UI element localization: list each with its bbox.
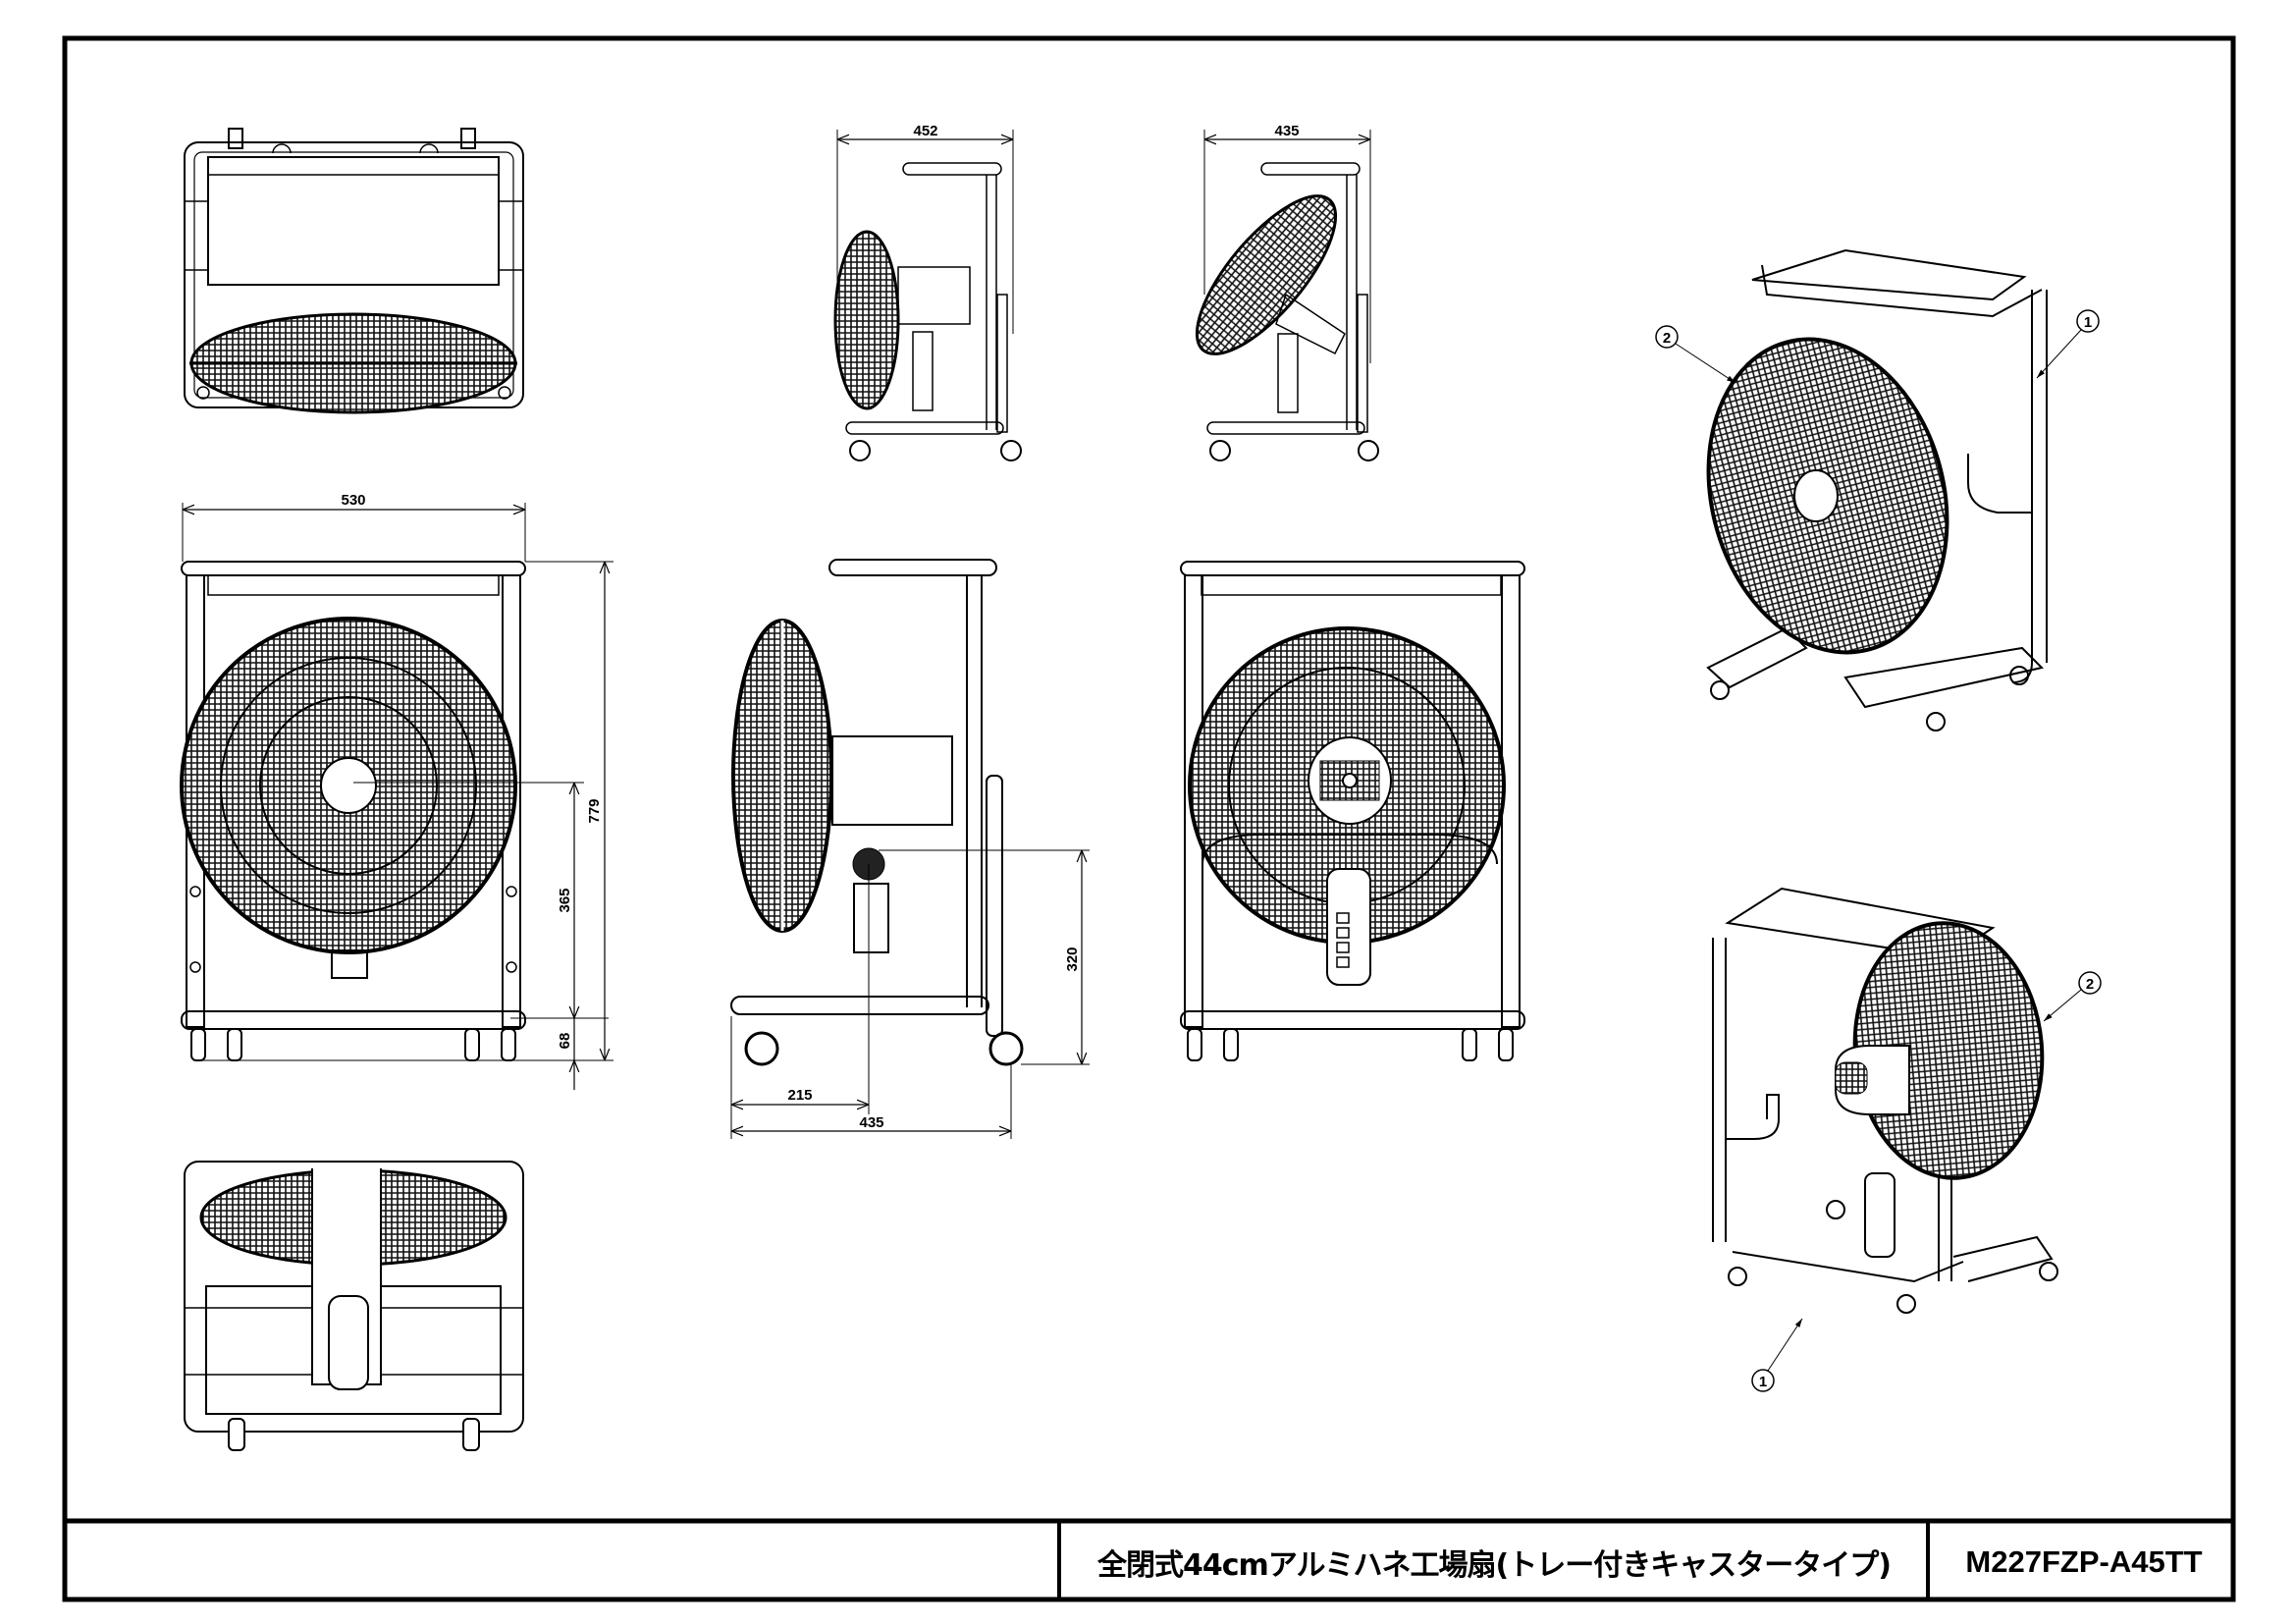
sheet-border [62, 35, 2236, 1602]
front-view-dimensions: 530 779 365 68 [182, 492, 614, 1090]
iso-rear-balloon-2: 2 [2043, 971, 2102, 1022]
dim-depth-452: 452 [913, 123, 937, 139]
svg-text:1: 1 [1759, 1374, 1767, 1390]
dim-axis-height-365: 365 [557, 888, 573, 912]
side-view-large [730, 559, 1024, 1066]
side-view-tilted: 435 [1195, 123, 1379, 461]
dim-width-530: 530 [341, 492, 365, 509]
side-view-large-dimensions: 320 215 435 [730, 849, 1090, 1139]
svg-text:1: 1 [2084, 314, 2092, 331]
top-view [184, 128, 524, 414]
iso-front-balloon-1: 1 [2036, 309, 2100, 379]
side-view-upright: 452 [833, 123, 1022, 461]
rear-view [1180, 561, 1525, 1061]
iso-view-rear [1712, 887, 2058, 1314]
dim-pivot-height-320: 320 [1064, 947, 1081, 971]
svg-text:2: 2 [2086, 976, 2094, 993]
svg-text:2: 2 [1663, 330, 1671, 347]
dim-height-779: 779 [586, 798, 603, 823]
dim-depth-435: 435 [1274, 123, 1299, 139]
bottom-view [184, 1161, 524, 1451]
iso-front-balloon-2: 2 [1655, 325, 1736, 384]
dim-base-depth-435: 435 [859, 1114, 883, 1131]
dim-base-height-68: 68 [557, 1033, 573, 1050]
title-block-blank-cell [69, 1524, 1055, 1600]
iso-rear-balloon-1: 1 [1751, 1318, 1803, 1392]
dim-pivot-offset-215: 215 [787, 1087, 812, 1104]
model-number: M227FZP-A45TT [1965, 1544, 2203, 1579]
front-view [180, 561, 526, 1061]
iso-view-front [1706, 248, 2048, 731]
product-name: 全閉式44cmアルミハネ工場扇(トレー付きキャスタータイプ) [1097, 1548, 1892, 1583]
